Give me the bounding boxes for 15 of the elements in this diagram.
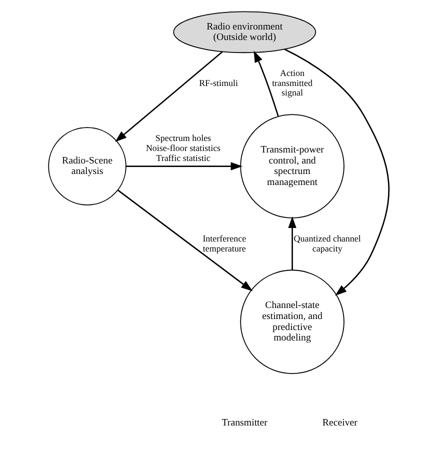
label: Receiver: [322, 418, 357, 429]
arrow: [126, 162, 242, 170]
edge-label: Interference temperature: [202, 233, 246, 254]
arrow: [288, 216, 296, 270]
edge-label: Quantized channel capacity: [293, 233, 360, 254]
edge-label: RF-stimuli: [198, 78, 238, 88]
edge-label: Action transmitted signal: [272, 68, 312, 98]
arrow: [284, 48, 389, 296]
arrow: [117, 190, 252, 292]
node-ellipse: Radio environment (Outside world): [172, 11, 316, 54]
label: Transmitter: [221, 418, 267, 429]
edge-label: Spectrum holes Noise-floor statistics Traffic statistic: [145, 133, 220, 163]
arrow: [114, 51, 222, 142]
arrow: [253, 50, 278, 117]
node-circle: Transmit-power control, and spectrum management: [240, 114, 344, 218]
